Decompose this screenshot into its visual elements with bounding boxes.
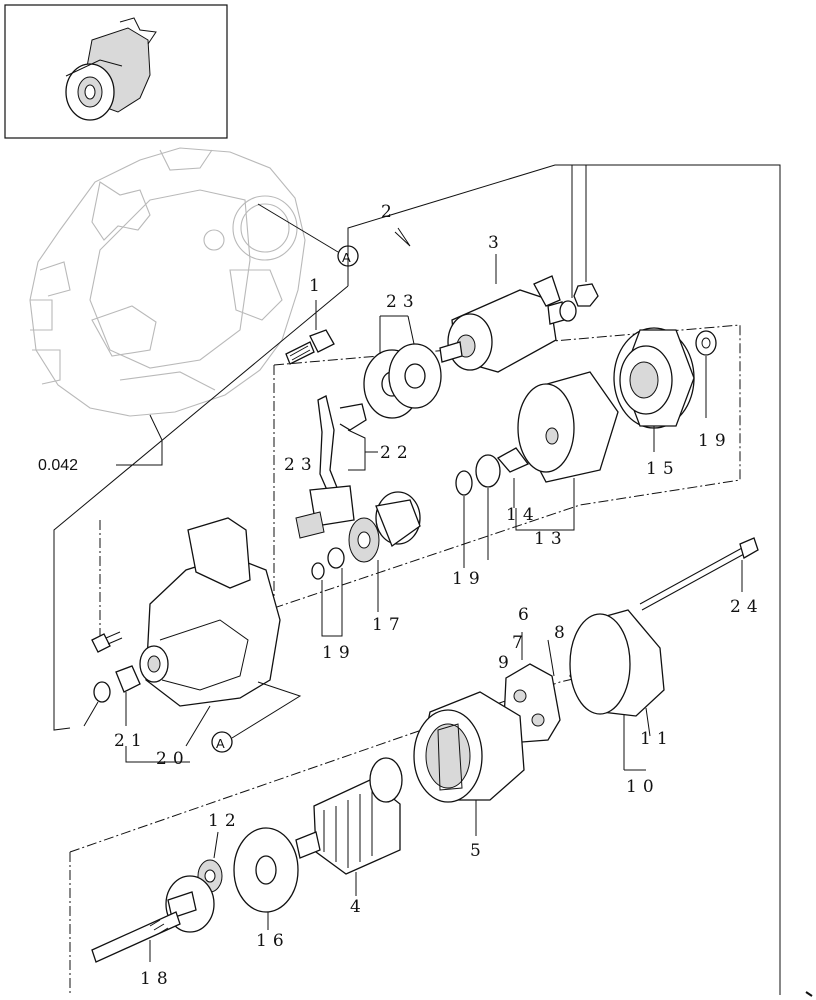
flywheel-housing-ghost	[29, 147, 306, 417]
bushing-21	[115, 665, 141, 693]
engine-thumbnail-inset	[4, 4, 228, 139]
part-label-5[interactable]: 5	[470, 841, 487, 861]
part-label-19-right[interactable]: 19	[698, 431, 732, 451]
part-label-24[interactable]: 24	[730, 597, 764, 617]
part-5-field-frame	[413, 691, 525, 836]
part-label-9[interactable]: 9	[498, 653, 515, 673]
part-label-15[interactable]: 15	[646, 459, 680, 479]
part-3-solenoid	[439, 254, 565, 373]
part-label-16[interactable]: 16	[256, 931, 290, 951]
reference-label-0-042[interactable]: 0.042	[38, 457, 78, 474]
part-label-23-left[interactable]: 23	[284, 455, 318, 475]
assembly-boundary	[53, 164, 781, 995]
part-10-end-cover	[569, 609, 665, 770]
part-24-through-bolt	[639, 537, 759, 611]
part-17-pinion-drive	[348, 491, 421, 612]
part-label-23-top[interactable]: 23	[386, 292, 420, 312]
washer-nut-top	[559, 165, 599, 322]
part-1-bolt	[285, 300, 335, 365]
part-label-19-lower[interactable]: 19	[322, 643, 356, 663]
callout-a-label-bottom[interactable]: A	[216, 736, 225, 751]
part-label-8[interactable]: 8	[554, 623, 571, 643]
part-label-22[interactable]: 22	[380, 443, 414, 463]
housing-bolt	[91, 633, 111, 653]
part-14-bushing	[496, 447, 530, 473]
part-label-18[interactable]: 18	[140, 969, 174, 989]
part-16-end-plate	[233, 827, 299, 930]
part-label-10[interactable]: 10	[626, 777, 660, 797]
part-label-6[interactable]: 6	[518, 605, 535, 625]
part-label-21[interactable]: 21	[114, 731, 148, 751]
part-label-12[interactable]: 12	[208, 811, 242, 831]
part-13-yoke	[517, 371, 619, 483]
snap-ring-lower	[311, 562, 325, 580]
part-label-3[interactable]: 3	[488, 233, 505, 253]
part-label-2[interactable]: 2	[381, 202, 398, 222]
part-label-20[interactable]: 20	[156, 749, 190, 769]
callout-a-label-top[interactable]: A	[342, 250, 351, 265]
part-15-drum	[613, 327, 695, 452]
ring-21	[93, 681, 111, 703]
part-label-4[interactable]: 4	[350, 897, 367, 917]
part-label-17[interactable]: 17	[372, 615, 406, 635]
thrust-washer-mid	[475, 454, 501, 488]
part-label-1[interactable]: 1	[309, 276, 326, 296]
brush-block	[295, 511, 325, 539]
part-20-drive-housing	[139, 517, 281, 707]
part-label-13[interactable]: 13	[534, 529, 568, 549]
part-23-gasket-plates	[363, 315, 442, 419]
callout-a-circle-bottom	[211, 731, 233, 753]
part-18-shaft	[91, 875, 215, 963]
part-label-11[interactable]: 11	[640, 729, 674, 749]
part-label-19-mid[interactable]: 19	[452, 569, 486, 589]
stop-collar-lower	[327, 547, 345, 569]
part-label-7[interactable]: 7	[512, 633, 529, 653]
part-label-14[interactable]: 14	[506, 505, 540, 525]
part-4-armature	[295, 757, 403, 896]
snap-ring-mid	[455, 470, 473, 496]
